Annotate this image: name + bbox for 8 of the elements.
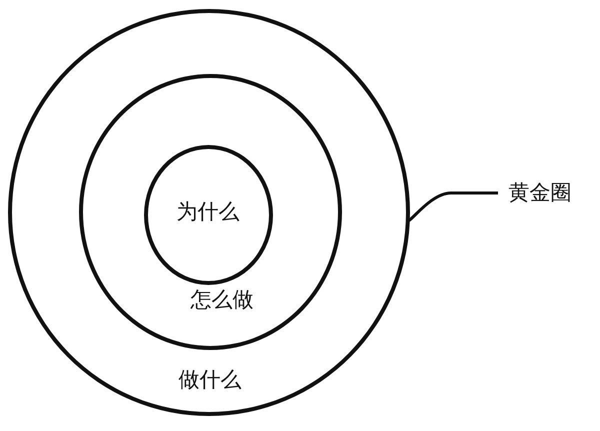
callout-label: 黄金圈 [508, 182, 572, 204]
circle-label: 为什么 [176, 202, 240, 222]
leader-line [408, 192, 498, 222]
circle-label: 怎么做 [190, 290, 254, 310]
circle [79, 74, 342, 350]
circle-label: 做什么 [178, 370, 242, 390]
circle [8, 9, 410, 416]
circle [144, 145, 273, 285]
